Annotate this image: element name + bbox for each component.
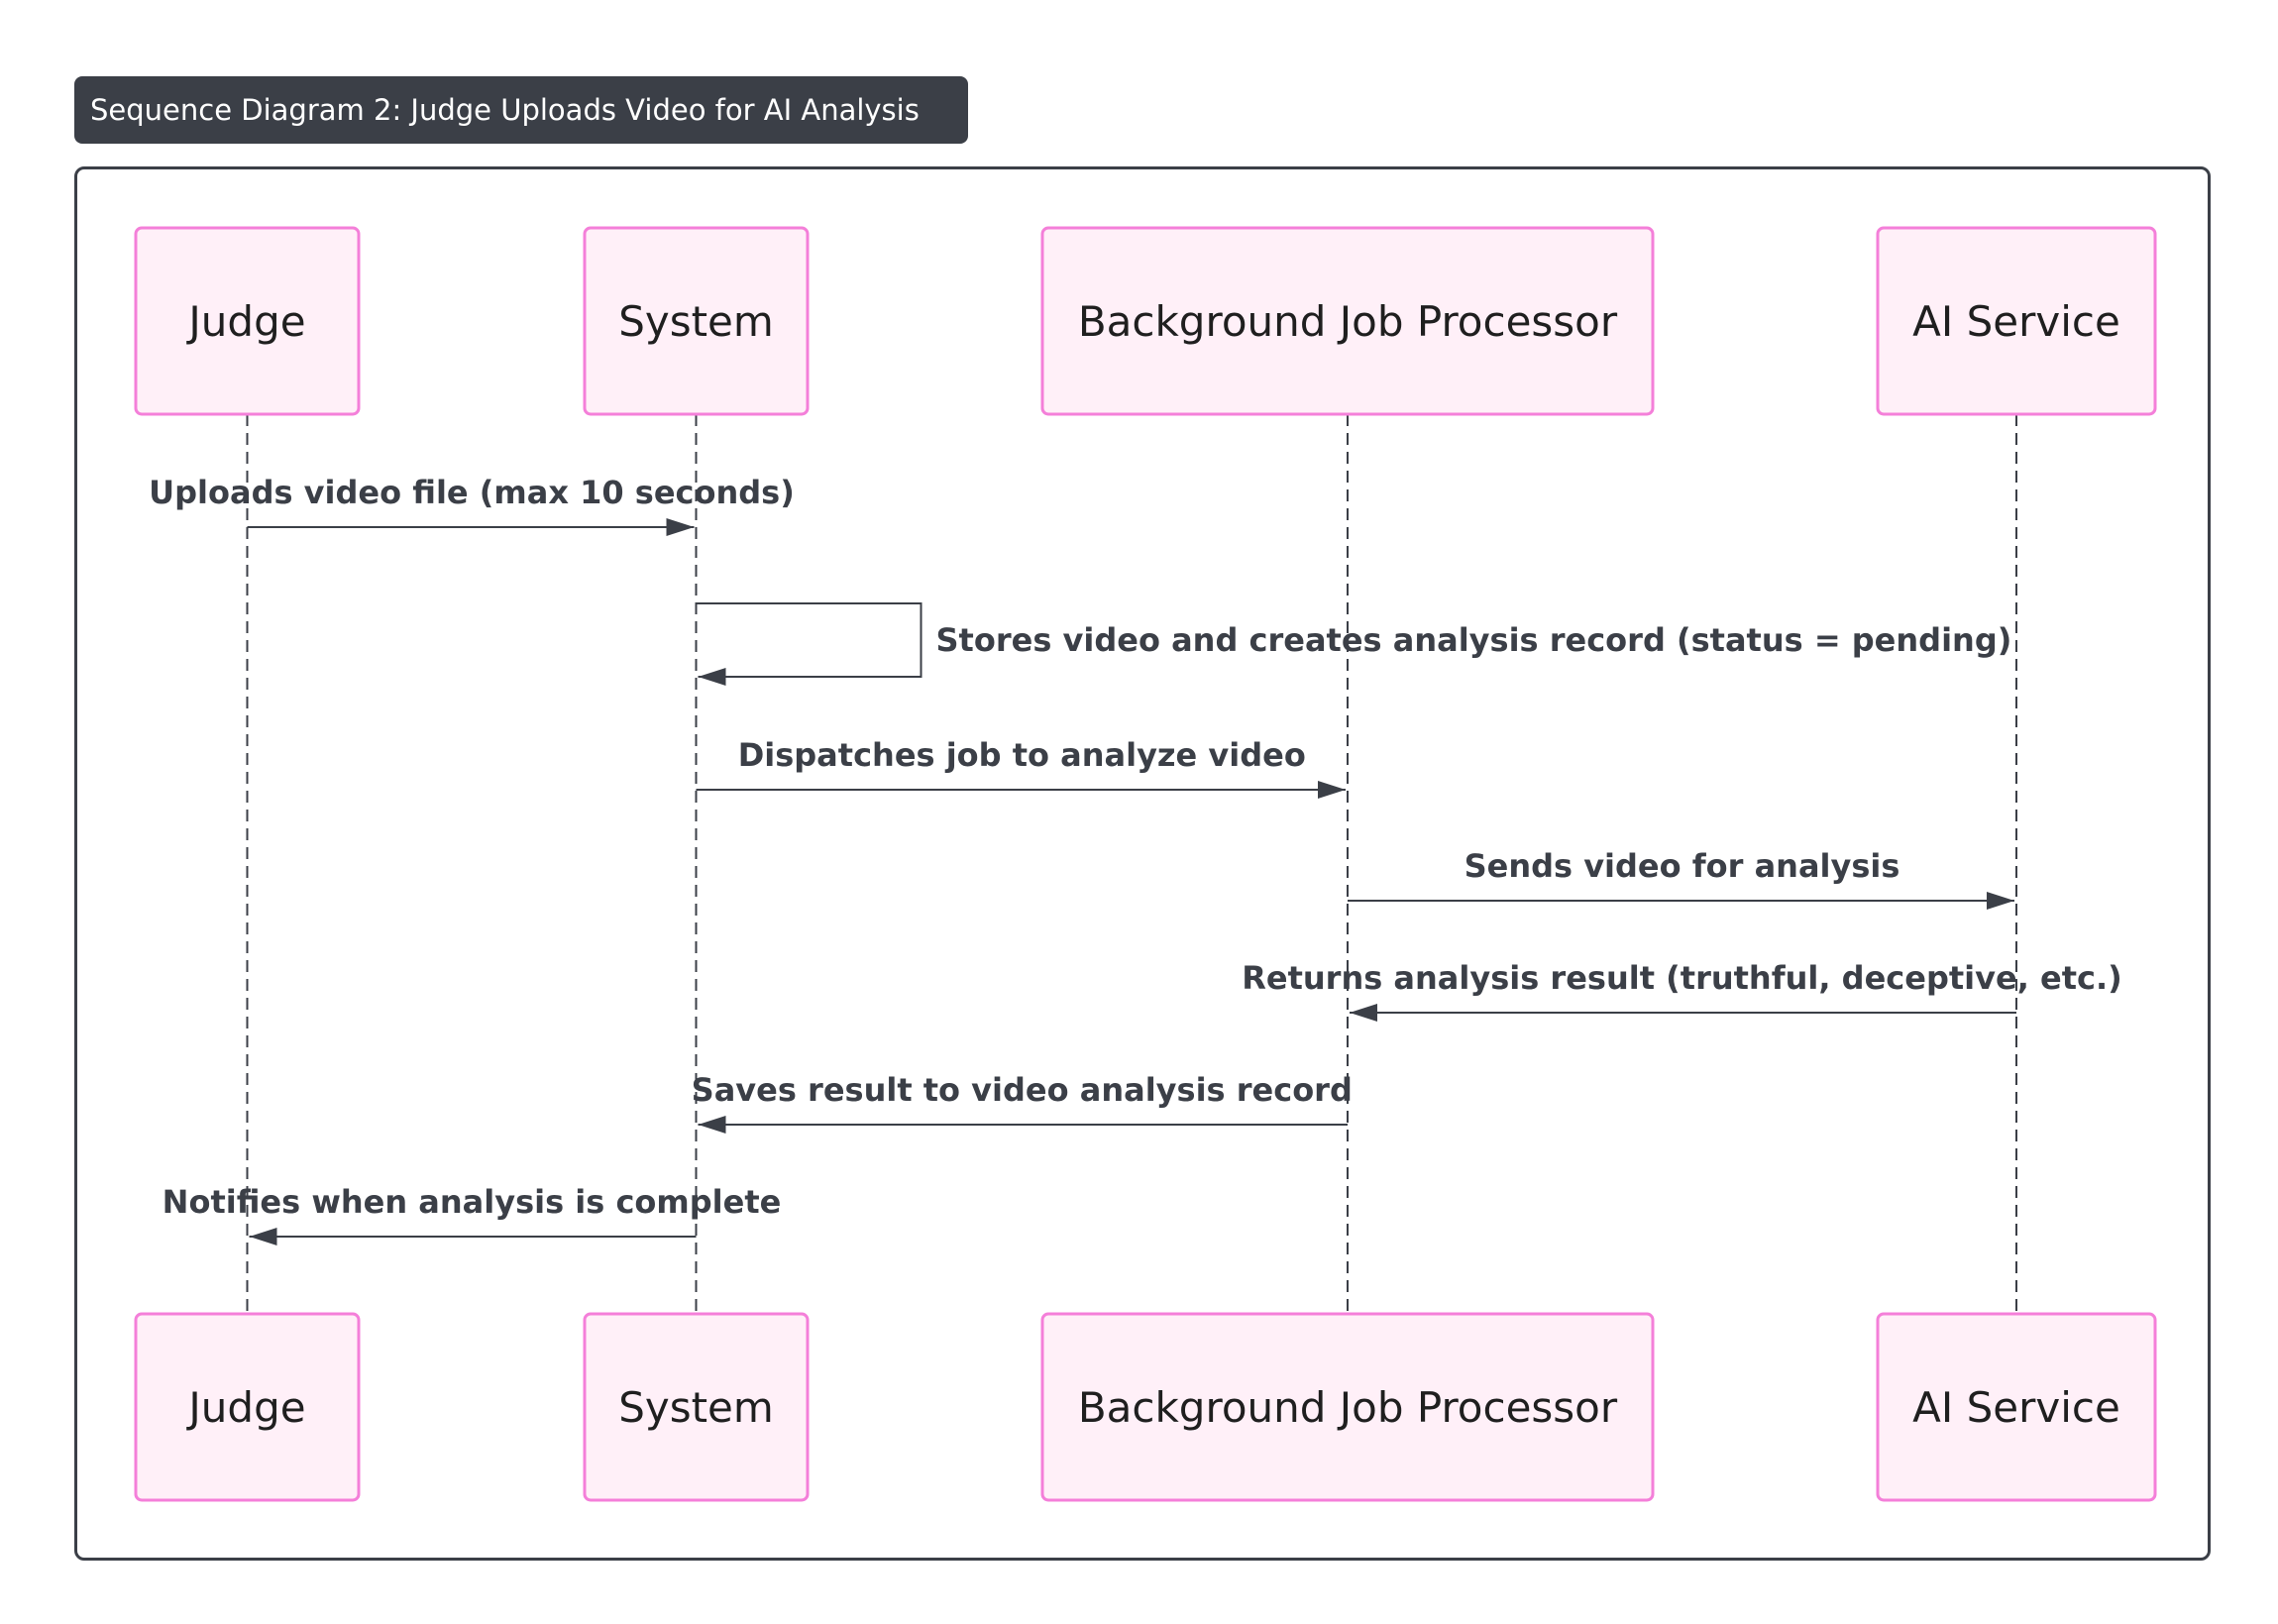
message-line — [696, 602, 922, 678]
actor-box — [583, 1312, 810, 1502]
arrow-head — [1350, 1004, 1377, 1022]
message-7: Notifies when analysis is complete — [163, 1183, 782, 1245]
actor-label: System — [618, 1383, 774, 1432]
arrow-head — [666, 518, 695, 536]
actor-label: Background Job Processor — [1078, 297, 1618, 346]
arrow-head — [1318, 781, 1346, 799]
message-1: Uploads video file (max 10 seconds) — [149, 474, 795, 536]
message-label: Uploads video file (max 10 seconds) — [149, 474, 795, 511]
actor-label: Judge — [185, 1383, 305, 1432]
actor-label: AI Service — [1912, 1383, 2120, 1432]
message-3: Dispatches job to analyze video — [696, 736, 1346, 799]
actor-bjp-top[interactable]: Background Job Processor — [1040, 226, 1655, 416]
actor-bjp-bottom[interactable]: Background Job Processor — [1040, 1312, 1655, 1502]
actor-label: Judge — [185, 297, 305, 346]
arrow-head — [1987, 892, 2014, 910]
actor-label: Background Job Processor — [1078, 1383, 1618, 1432]
message-6: Saves result to video analysis record — [692, 1071, 1353, 1134]
message-4: Sends video for analysis — [1348, 847, 2014, 910]
actor-judge-top[interactable]: Judge — [134, 226, 361, 416]
actor-box — [134, 1312, 361, 1502]
actor-box — [583, 226, 810, 416]
actor-system-top[interactable]: System — [583, 226, 810, 416]
arrow-head — [698, 1116, 726, 1134]
message-label: Dispatches job to analyze video — [738, 736, 1306, 774]
actor-label: System — [618, 297, 774, 346]
message-label: Sends video for analysis — [1464, 847, 1900, 885]
actor-box — [1040, 1312, 1655, 1502]
actor-box — [1876, 226, 2157, 416]
actor-ai-top[interactable]: AI Service — [1876, 226, 2157, 416]
message-label: Notifies when analysis is complete — [163, 1183, 782, 1221]
message-2: Stores video and creates analysis record… — [696, 602, 2012, 686]
actor-box — [134, 226, 361, 416]
message-label: Saves result to video analysis record — [692, 1071, 1353, 1109]
message-label: Stores video and creates analysis record… — [936, 621, 2012, 659]
actor-box — [1876, 1312, 2157, 1502]
message-5: Returns analysis result (truthful, decep… — [1242, 959, 2122, 1022]
diagram-frame — [74, 166, 2211, 1561]
actor-label: AI Service — [1912, 297, 2120, 346]
diagram-title: Sequence Diagram 2: Judge Uploads Video … — [74, 76, 968, 144]
actor-box — [1040, 226, 1655, 416]
arrow-head — [698, 668, 726, 686]
actor-system-bottom[interactable]: System — [583, 1312, 810, 1502]
actor-judge-bottom[interactable]: Judge — [134, 1312, 361, 1502]
arrow-head — [249, 1228, 277, 1245]
actor-ai-bottom[interactable]: AI Service — [1876, 1312, 2157, 1502]
message-label: Returns analysis result (truthful, decep… — [1242, 959, 2121, 997]
